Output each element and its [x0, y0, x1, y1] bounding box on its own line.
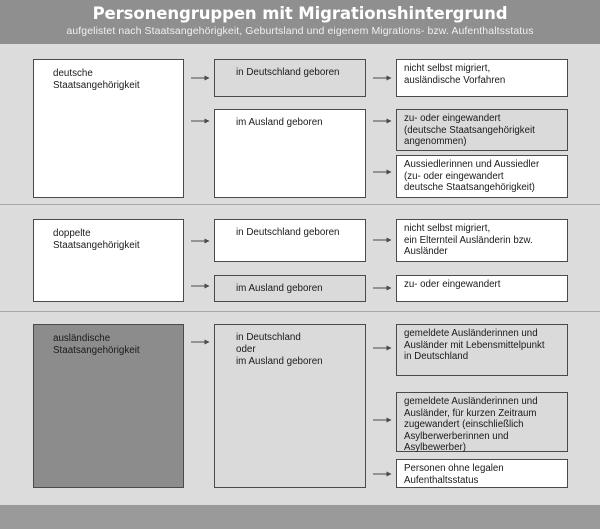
footer-bar: [0, 505, 600, 529]
citizenship-dual: doppelte Staatsangehörigkeit: [33, 219, 184, 302]
status-resettlers: Aussiedlerinnen und Aussiedler (zu- oder…: [396, 155, 568, 198]
section-divider: [0, 204, 600, 205]
status-not-migrated: nicht selbst migriert, ein Elternteil Au…: [396, 219, 568, 262]
status-undocumented: Personen ohne legalen Aufenthaltsstatus: [396, 459, 568, 488]
citizenship-foreign: ausländische Staatsangehörigkeit: [33, 324, 184, 488]
birth-germany-or-abroad: in Deutschland oder im Ausland geboren: [214, 324, 366, 488]
birth-abroad: im Ausland geboren: [214, 109, 366, 198]
status-immigrated-german: zu- oder eingewandert (deutsche Staatsan…: [396, 109, 568, 151]
diagram-title: Personengruppen mit Migrationshintergrun…: [92, 4, 508, 23]
status-short-term-immigrants: gemeldete Ausländerinnen und Ausländer, …: [396, 392, 568, 453]
status-immigrated: zu- oder eingewandert: [396, 275, 568, 302]
status-not-migrated: nicht selbst migriert, ausländische Vorf…: [396, 59, 568, 97]
birth-germany: in Deutschland geboren: [214, 219, 366, 262]
citizenship-german: deutsche Staatsangehörigkeit: [33, 59, 184, 198]
diagram-subtitle: aufgelistet nach Staatsangehörigkeit, Ge…: [66, 25, 534, 37]
status-registered-residents: gemeldete Ausländerinnen und Ausländer m…: [396, 324, 568, 376]
birth-germany: in Deutschland geboren: [214, 59, 366, 97]
section-divider: [0, 311, 600, 312]
header-bar: [0, 0, 600, 44]
birth-abroad: im Ausland geboren: [214, 275, 366, 302]
